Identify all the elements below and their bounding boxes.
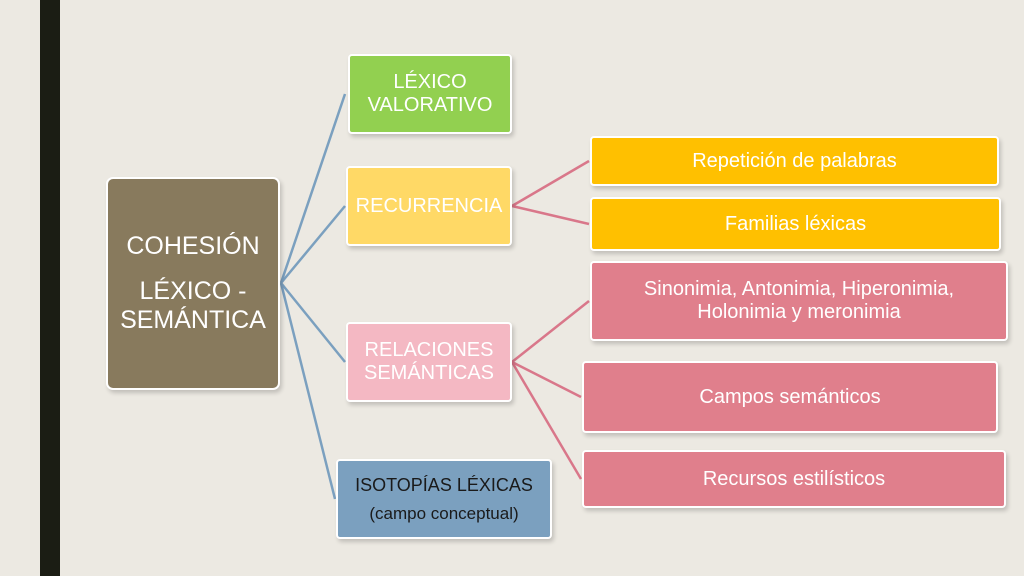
root-label-line3: SEMÁNTICA <box>120 305 266 334</box>
connector-relaciones-sinonimia <box>511 300 590 363</box>
repeticion-label: Repetición de palabras <box>692 149 897 172</box>
node-lexico-valorativo: LÉXICO VALORATIVO <box>348 54 512 134</box>
node-recurrencia: RECURRENCIA <box>346 166 512 246</box>
relaciones-label-line2: SEMÁNTICAS <box>363 362 495 384</box>
isotopias-label-line1: ISOTOPÍAS LÉXICAS <box>355 474 533 495</box>
lexico-label-line2: VALORATIVO <box>367 94 493 116</box>
recurrencia-label: RECURRENCIA <box>355 194 503 217</box>
node-relaciones-semanticas: RELACIONES SEMÁNTICAS <box>346 322 512 402</box>
root-label-line2: LÉXICO - <box>139 277 247 306</box>
campos-label: Campos semánticos <box>699 385 881 408</box>
connector-root-recurrencia <box>280 205 346 284</box>
familias-label: Familias léxicas <box>724 212 867 235</box>
connector-relaciones-recursos <box>510 361 583 480</box>
connector-root-lexico <box>279 93 347 284</box>
sinonimia-label-line2: Holonimia y meronimia <box>697 301 901 323</box>
root-node-cohesion: COHESIÓN LÉXICO - SEMÁNTICA <box>106 177 280 390</box>
relaciones-label-line1: RELACIONES <box>364 339 494 361</box>
sinonimia-label-line1: Sinonimia, Antonimia, Hiperonimia, <box>643 278 955 300</box>
node-recursos-estilisticos: Recursos estilísticos <box>582 450 1006 508</box>
node-campos-semanticos: Campos semánticos <box>582 361 998 433</box>
lexico-label-line1: LÉXICO <box>393 71 467 93</box>
isotopias-label-line2: (campo conceptual) <box>369 503 519 523</box>
root-label-line1: COHESIÓN <box>126 232 260 261</box>
accent-bar <box>40 0 60 576</box>
connector-root-isotopias <box>279 282 337 500</box>
connector-root-relaciones <box>280 282 346 363</box>
connector-recurrencia-familias <box>511 204 590 226</box>
node-isotopias-lexicas: ISOTOPÍAS LÉXICAS (campo conceptual) <box>336 459 552 539</box>
recursos-label: Recursos estilísticos <box>702 467 886 490</box>
connector-recurrencia-repeticion <box>511 159 590 208</box>
connector-relaciones-campos <box>511 360 582 399</box>
node-repeticion-de-palabras: Repetición de palabras <box>590 136 999 186</box>
node-familias-lexicas: Familias léxicas <box>590 197 1001 251</box>
node-sinonimia: Sinonimia, Antonimia, Hiperonimia, Holon… <box>590 261 1008 341</box>
